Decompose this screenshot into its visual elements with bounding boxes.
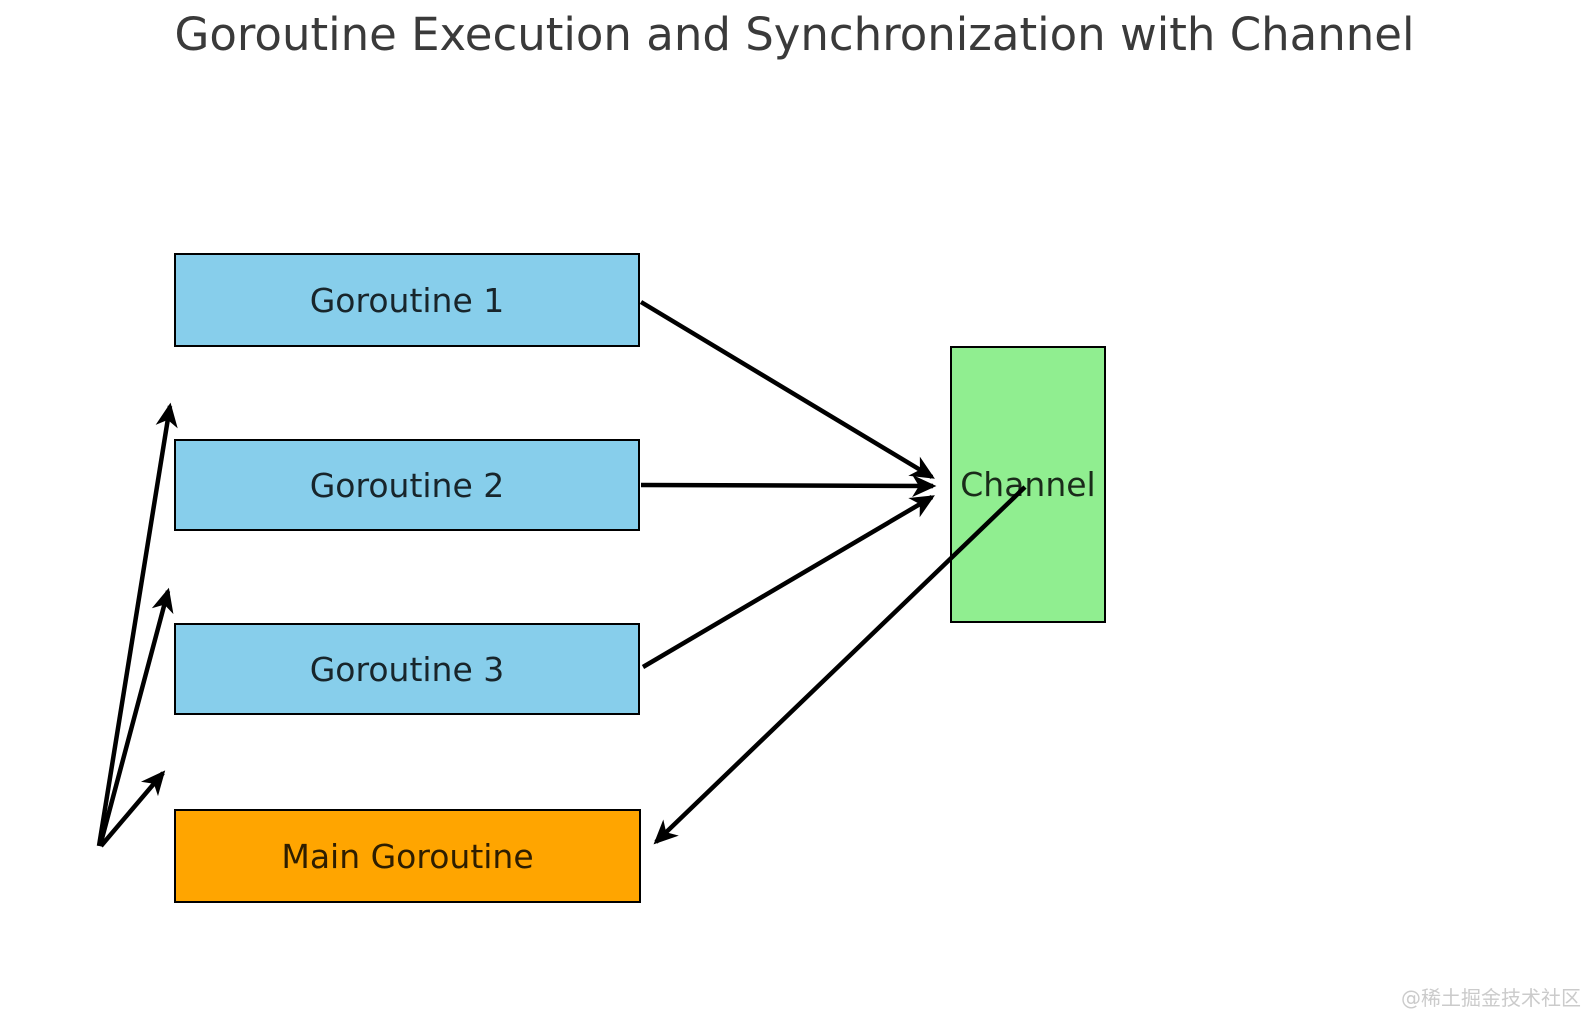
node-goroutine-2 [174,439,640,531]
node-goroutine-1 [174,253,640,347]
node-channel [950,346,1106,623]
node-main-goroutine [174,809,641,903]
watermark: @稀土掘金技术社区 [1401,986,1581,1010]
arrow-goroutine2-to-channel [640,474,937,498]
diagram-title: Goroutine Execution and Synchronization … [174,8,1415,61]
arrow-main-spawn-goroutine2 [97,587,174,847]
arrow-goroutine3-to-channel [641,495,935,669]
node-goroutine-3 [174,623,640,715]
arrow-goroutine1-to-channel [639,300,935,479]
arrow-main-spawn-goroutine1 [96,402,178,847]
arrow-main-spawn-goroutine3 [99,770,166,848]
